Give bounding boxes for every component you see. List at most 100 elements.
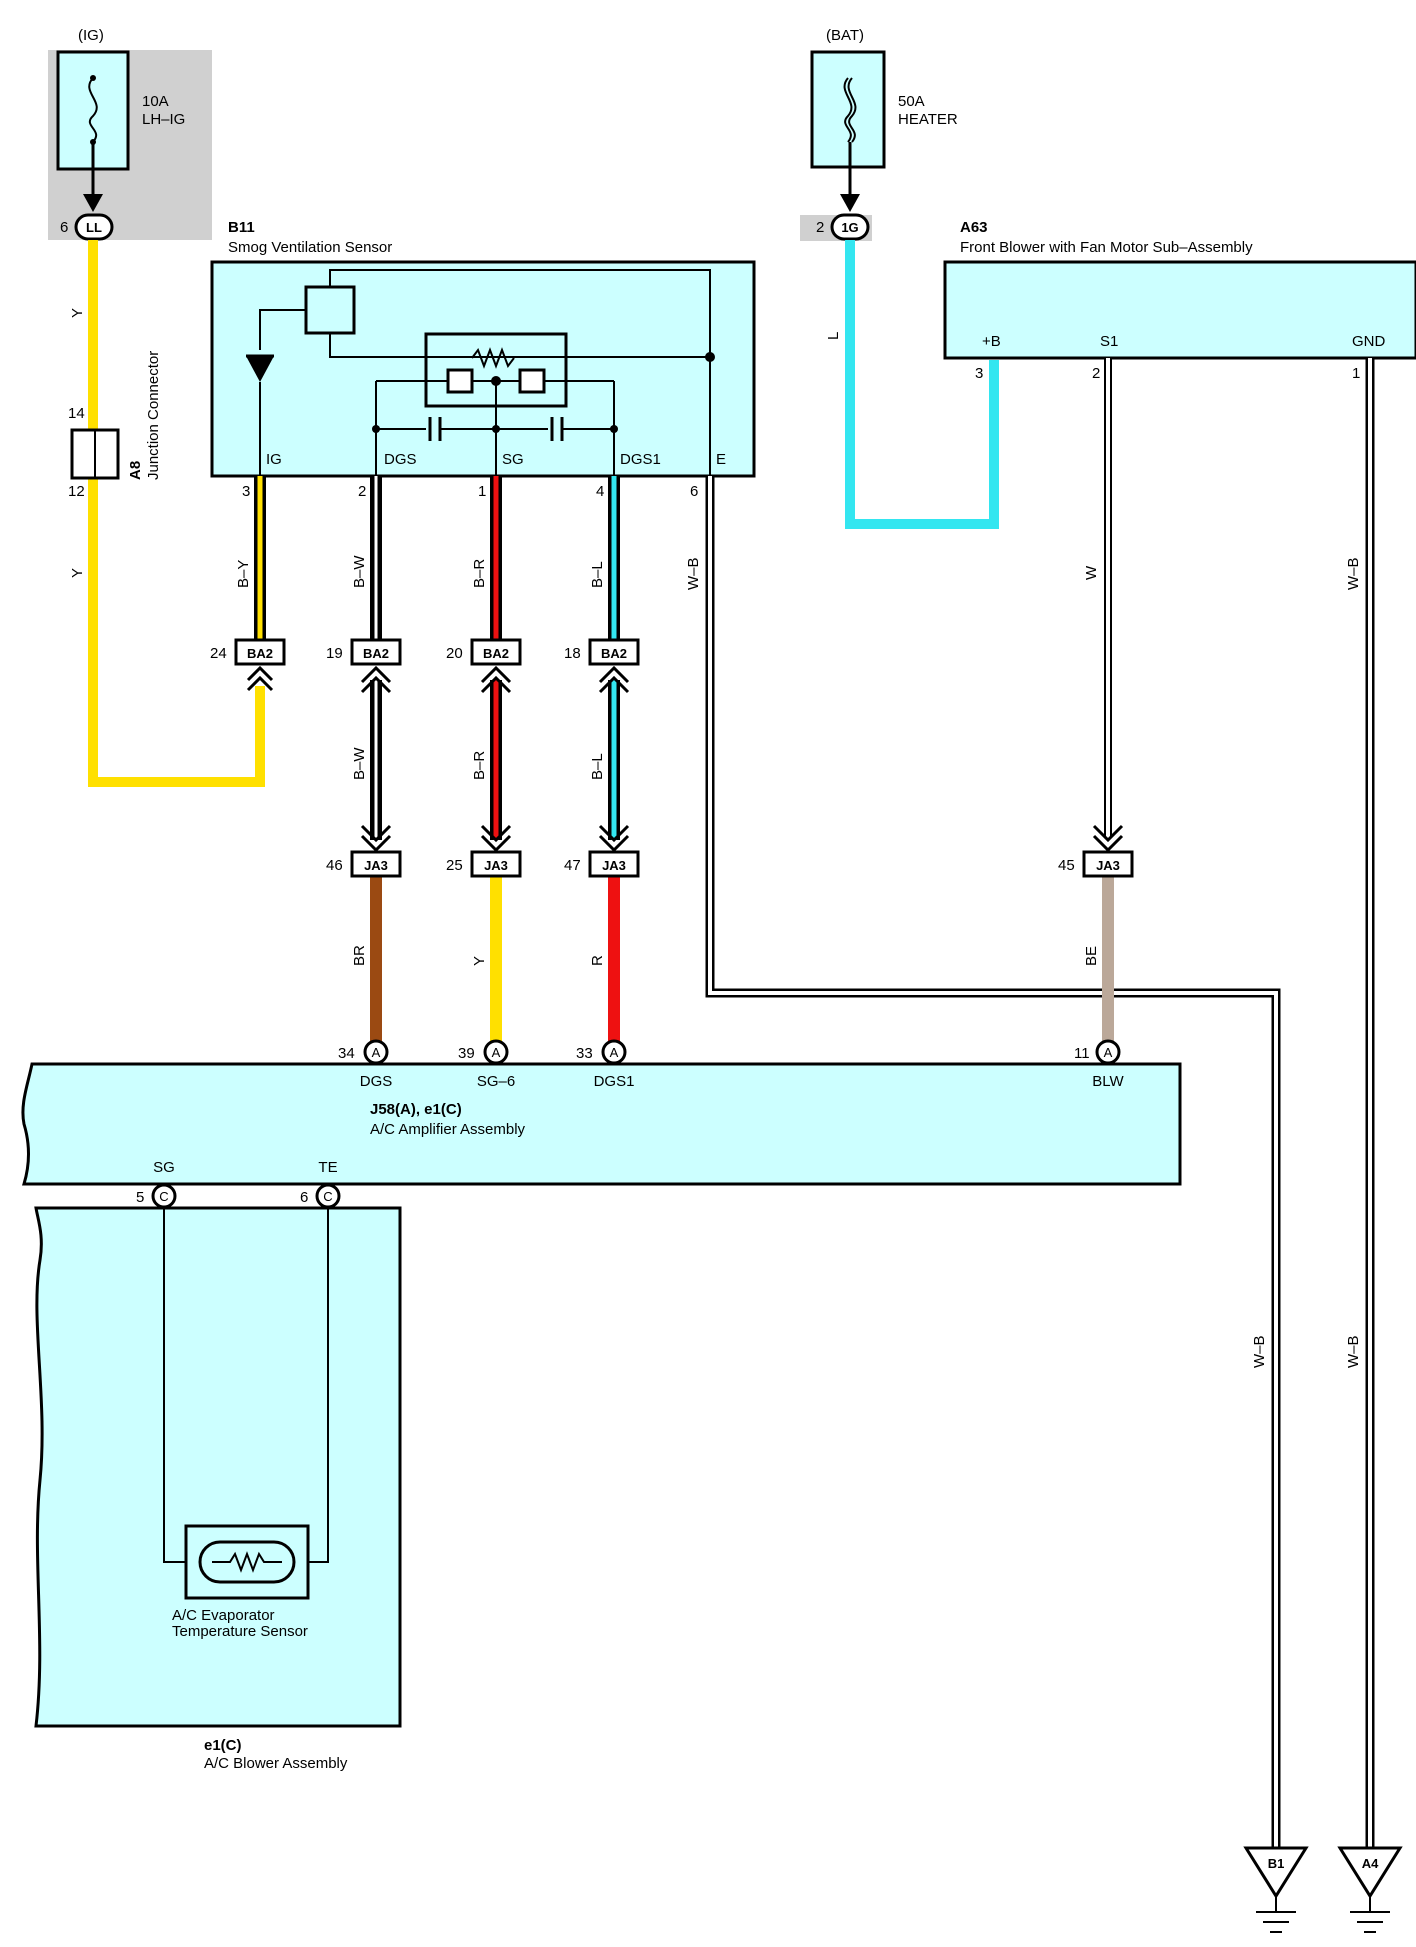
amp-pin-te: TE 6 C — [300, 1159, 341, 1209]
svg-text:6: 6 — [300, 1189, 308, 1206]
a63-pin-s1: 2 — [1092, 365, 1100, 382]
amplifier-name: A/C Amplifier Assembly — [370, 1121, 526, 1138]
b11-pin-ig: 3 — [242, 483, 250, 500]
bat-fuse-group: (BAT) 50A HEATER 2 1G — [800, 27, 958, 241]
ja3-45: 45 JA3 — [1058, 850, 1134, 878]
wire-label-y-mid: Y — [471, 956, 488, 966]
blower-assy-code: e1(C) — [204, 1737, 242, 1754]
wire-label-br: BR — [351, 945, 368, 966]
bat-fuse-name: HEATER — [898, 111, 958, 128]
wire-label-w-b-gnd: W–B — [1345, 557, 1362, 590]
ground-icon — [1350, 1911, 1390, 1933]
svg-text:JA3: JA3 — [1096, 858, 1120, 873]
wire-label-w: W — [1083, 565, 1100, 580]
wire-label-r: R — [589, 955, 606, 966]
ground-b1-triangle — [1243, 1846, 1309, 1899]
svg-text:25: 25 — [446, 857, 463, 874]
wire-label-b-y: B–Y — [235, 560, 252, 588]
b11-pin-dgs1: 4 — [596, 483, 604, 500]
a63-term-b: +B — [982, 333, 1001, 350]
a63-name: Front Blower with Fan Motor Sub–Assembly — [960, 239, 1253, 256]
wires-b11-ba2: B–Y B–W B–R B–L — [235, 476, 620, 640]
svg-text:BA2: BA2 — [247, 646, 273, 661]
bat-connector — [830, 213, 870, 241]
blower-assy-name: A/C Blower Assembly — [204, 1755, 348, 1772]
amp-pin-sg6: 39 A SG–6 — [458, 1039, 515, 1090]
svg-text:47: 47 — [564, 857, 581, 874]
blower-assembly-box — [34, 1206, 402, 1728]
svg-text:18: 18 — [564, 645, 581, 662]
bat-fuse-icon — [843, 77, 857, 143]
a63-pin-gnd: 1 — [1352, 365, 1360, 382]
svg-text:C: C — [159, 1189, 168, 1204]
wire-w-b-e: W–B W–B — [685, 476, 1281, 1848]
b11-pin-e: 6 — [690, 483, 698, 500]
svg-text:20: 20 — [446, 645, 463, 662]
chevron-down-icon-s1 — [1092, 824, 1124, 853]
ground-icon — [1256, 1911, 1296, 1933]
wire-label-b-r-1: B–R — [471, 559, 488, 588]
b11-box — [210, 260, 756, 478]
ig-fuse-group: (IG) 10A LH–IG 6 LL — [48, 27, 212, 241]
ba2-18: 18 BA2 — [564, 638, 640, 666]
evap-sensor-line1: A/C Evaporator — [172, 1607, 275, 1624]
b11-pin-dgs: 2 — [358, 483, 366, 500]
b11-term-ig: IG — [266, 451, 282, 468]
svg-text:SG–6: SG–6 — [477, 1073, 515, 1090]
wire-w-b-gnd: W–B W–B — [1345, 358, 1375, 1848]
svg-text:A: A — [492, 1045, 501, 1060]
b11-term-sg: SG — [502, 451, 524, 468]
a63-box — [943, 260, 1416, 360]
resistor-icon — [471, 347, 515, 369]
a63-term-s1: S1 — [1100, 333, 1118, 350]
ig-pin: 6 — [60, 219, 68, 236]
amp-pin-dgs1: 33 A DGS1 — [576, 1039, 635, 1090]
ba2-20: 20 BA2 — [446, 638, 522, 666]
ground-a4-triangle — [1337, 1846, 1403, 1899]
junction-connector: 14 12 A8 Junction Connector — [68, 351, 162, 500]
bat-arrow-icon — [840, 194, 860, 212]
a63-pin-b: 3 — [975, 365, 983, 382]
svg-text:JA3: JA3 — [484, 858, 508, 873]
diode-icon — [246, 356, 274, 382]
svg-text:BA2: BA2 — [363, 646, 389, 661]
wire-label-l: L — [825, 332, 842, 340]
svg-text:11: 11 — [1074, 1045, 1090, 1062]
svg-text:5: 5 — [136, 1189, 144, 1206]
amp-pin-dgs: 34 A DGS — [338, 1039, 392, 1090]
b11-pin-sg: 1 — [478, 483, 486, 500]
evap-sensor-box — [184, 1524, 310, 1600]
front-blower-a63: A63 Front Blower with Fan Motor Sub–Asse… — [943, 219, 1416, 382]
svg-text:A: A — [610, 1045, 619, 1060]
bat-connector-label: 1G — [841, 220, 858, 235]
wire-label-y-top: Y — [69, 308, 86, 318]
amplifier-code: J58(A), e1(C) — [370, 1101, 462, 1118]
ja3-25: 25 JA3 — [446, 850, 522, 878]
wire-label-y-bottom: Y — [69, 568, 86, 578]
chevron-up-icon — [360, 665, 630, 694]
svg-text:DGS1: DGS1 — [594, 1073, 635, 1090]
svg-text:A: A — [1104, 1045, 1113, 1060]
svg-text:45: 45 — [1058, 857, 1075, 874]
svg-text:A: A — [372, 1045, 381, 1060]
b11-term-dgs1: DGS1 — [620, 451, 661, 468]
ig-fuse-name: LH–IG — [142, 111, 185, 128]
wire-label-w-b-e: W–B — [685, 557, 702, 590]
ja3-46: 46 JA3 — [326, 850, 402, 878]
wires-ba2-ja3: B–W B–R B–L — [351, 665, 630, 853]
chevron-down-icon — [360, 824, 630, 853]
b11-term-dgs: DGS — [384, 451, 417, 468]
amplifier-box — [21, 1062, 1182, 1186]
svg-text:C: C — [323, 1189, 332, 1204]
ig-fuse-amp: 10A — [142, 93, 169, 110]
ba2-connectors: 24 BA2 19 BA2 20 BA2 18 BA2 — [210, 638, 640, 692]
wire-label-b-r-2: B–R — [471, 751, 488, 780]
bat-fuse-box — [810, 50, 886, 169]
ground-a4-label: A4 — [1362, 1856, 1379, 1871]
amp-pin-blw: 11 A BLW — [1074, 1039, 1125, 1090]
ba2-19: 19 BA2 — [326, 638, 402, 666]
svg-text:33: 33 — [576, 1045, 593, 1062]
svg-text:46: 46 — [326, 857, 343, 874]
svg-text:SG: SG — [153, 1159, 175, 1176]
junction-pin-top: 14 — [68, 405, 85, 422]
